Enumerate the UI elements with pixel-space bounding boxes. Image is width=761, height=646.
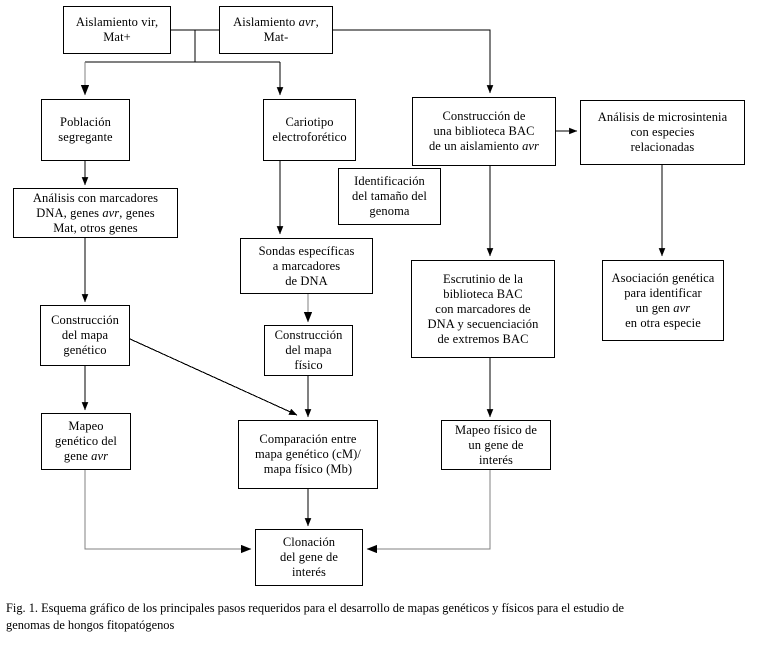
node-asociacion-genetica[interactable]: Asociación genética para identificar un …: [602, 260, 724, 341]
node-line: Población: [60, 115, 111, 129]
node-line: genoma: [369, 204, 410, 218]
italic-avr: avr: [91, 449, 109, 463]
node-aislamiento-avr[interactable]: Aislamiento avr, Mat-: [219, 6, 333, 54]
node-line: Construcción de: [442, 109, 526, 123]
node-line: una biblioteca BAC: [433, 124, 535, 138]
node-line: de extremos BAC: [437, 331, 529, 346]
node-line: un gene de: [468, 437, 524, 452]
node-construccion-mapa-fisico[interactable]: Construcción del mapa físico: [264, 325, 353, 376]
node-construccion-mapa-genetico[interactable]: Construcción del mapa genético: [40, 305, 130, 366]
link-mapeo-to-clonacion: [84, 470, 252, 554]
node-line: Mat+: [103, 30, 131, 44]
node-line: interés: [291, 565, 327, 579]
node-line: Mapeo: [68, 419, 104, 433]
node-line: electroforético: [272, 130, 347, 144]
node-line: de DNA: [285, 273, 328, 288]
node-line: Construcción: [274, 328, 343, 342]
node-line: a marcadores: [272, 258, 341, 273]
node-line: DNA y secuenciación: [427, 316, 539, 331]
link-mapeofisico-to-clonacion: [366, 470, 491, 554]
node-aislamiento-vir[interactable]: Aislamiento vir, Mat+: [63, 6, 171, 54]
node-line: Sondas específicas: [258, 243, 355, 258]
node-mapeo-fisico-gene[interactable]: Mapeo físico de un gene de interés: [441, 420, 551, 470]
node-construccion-biblioteca-bac[interactable]: Construcción de una biblioteca BAC de un…: [412, 97, 556, 166]
node-line: Aislamiento avr,: [233, 15, 319, 29]
node-line: relacionadas: [630, 140, 695, 154]
node-line: DNA, genes avr, genes: [36, 205, 155, 220]
italic-avr: avr: [673, 300, 691, 315]
link-mapagenetico-to-comparacion: [129, 338, 298, 416]
node-line: genético: [63, 343, 107, 357]
node-line: Mat-: [263, 30, 289, 44]
node-line: biblioteca BAC: [443, 286, 523, 301]
node-line: interés: [478, 452, 514, 467]
node-line: Asociación genética: [611, 270, 715, 285]
node-poblacion-segregante[interactable]: Población segregante: [41, 99, 130, 161]
node-line: gene avr: [63, 449, 109, 463]
node-line: Cariotipo: [285, 115, 334, 129]
node-line: con marcadores de: [435, 301, 531, 316]
node-line: en otra especie: [625, 315, 701, 330]
node-line: Construcción: [51, 313, 119, 327]
node-line: de un aislamiento avr: [428, 139, 540, 153]
italic-avr: avr: [298, 15, 316, 29]
node-line: del mapa: [61, 328, 109, 342]
node-line: genético del: [55, 434, 117, 448]
node-cariotipo-electroforetico[interactable]: Cariotipo electroforético: [263, 99, 356, 161]
node-escrutinio-biblioteca-bac[interactable]: Escrutinio de la biblioteca BAC con marc…: [411, 260, 555, 358]
node-line: mapa físico (Mb): [263, 462, 353, 476]
node-line: del mapa: [285, 343, 332, 357]
node-comparacion-mapas[interactable]: Comparación entre mapa genético (cM)/ ma…: [238, 420, 378, 489]
flowchart-connectors: [80, 29, 666, 554]
node-mapeo-genetico-avr[interactable]: Mapeo genético del gene avr: [41, 413, 131, 470]
node-line: segregante: [58, 130, 113, 144]
node-line: físico: [294, 358, 323, 372]
node-line: Escrutinio de la: [442, 271, 524, 286]
node-line: del gene de: [279, 550, 338, 564]
node-line: Análisis con marcadores: [32, 190, 159, 205]
node-line: Análisis de microsintenia: [597, 110, 728, 124]
node-line: mapa genético (cM)/: [254, 447, 362, 461]
link-avr-to-bac: [333, 29, 494, 94]
node-line: Mapeo físico de: [454, 422, 538, 437]
node-line: Aislamiento vir,: [75, 15, 159, 29]
node-line: Comparación entre: [259, 432, 357, 446]
italic-avr: avr: [522, 139, 540, 153]
node-clonacion-gene[interactable]: Clonación del gene de interés: [255, 529, 363, 586]
node-analisis-microsintenia[interactable]: Análisis de microsintenia con especies r…: [580, 100, 745, 165]
figure-caption: Fig. 1. Esquema gráfico de los principal…: [6, 600, 758, 634]
node-identificacion-tamano-genoma[interactable]: Identificación del tamaño del genoma: [338, 168, 441, 225]
node-line: Mat, otros genes: [53, 220, 138, 235]
node-line: con especies: [630, 125, 695, 139]
node-line: un gen avr: [635, 300, 691, 315]
node-sondas-especificas[interactable]: Sondas específicas a marcadores de DNA: [240, 238, 373, 294]
node-line: Identificación: [354, 174, 425, 188]
node-line: del tamaño del: [352, 189, 427, 203]
node-analisis-marcadores[interactable]: Análisis con marcadores DNA, genes avr, …: [13, 188, 178, 238]
caption-line-2: genomas de hongos fitopatógenos: [6, 618, 175, 632]
caption-line-1: Fig. 1. Esquema gráfico de los principal…: [6, 601, 624, 615]
node-line: Clonación: [282, 535, 336, 549]
italic-avr: avr: [102, 205, 120, 220]
node-line: para identificar: [624, 285, 702, 300]
